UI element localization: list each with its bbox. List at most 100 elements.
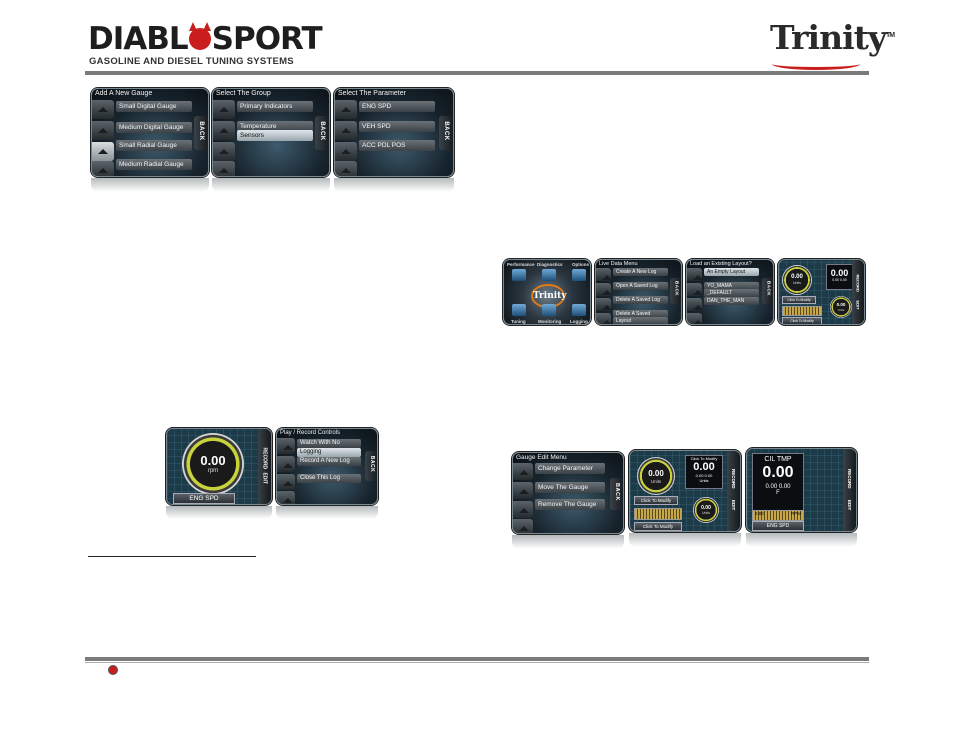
menu-item[interactable]: Record A New Log [297, 457, 361, 466]
menu-item-selected[interactable]: An Empty Layout [704, 268, 759, 276]
radial-gauge[interactable]: 0.00 Units [782, 265, 812, 295]
up-arrow-button[interactable] [335, 161, 357, 176]
up-arrow-button[interactable] [92, 161, 114, 176]
menu-item[interactable]: Small Radial Gauge [116, 140, 192, 151]
record-button[interactable]: RECORD [855, 274, 861, 292]
up-arrow-button[interactable] [335, 100, 357, 119]
back-button[interactable]: BACK [610, 478, 622, 510]
edit-button[interactable]: EDIT [731, 500, 736, 511]
menu-item[interactable]: _DEFAULT [704, 289, 759, 297]
up-arrow-button[interactable] [513, 482, 533, 499]
parameter-label[interactable]: ENG SPD [173, 493, 235, 504]
up-arrow-button[interactable] [687, 313, 703, 324]
edit-button[interactable]: EDIT [855, 300, 861, 310]
digital-gauge[interactable]: 0.00 0.00 0.00 [826, 264, 853, 290]
up-arrow-button[interactable] [213, 100, 235, 119]
radial-gauge[interactable]: 0.00 Units [637, 457, 675, 495]
modify-label[interactable]: Click To Modify [634, 522, 682, 531]
menu-item[interactable]: DAN_THE_MAN [704, 297, 759, 305]
menu-item[interactable]: Watch With No [297, 439, 361, 448]
menu-item[interactable]: ENG SPD [359, 101, 435, 112]
small-radial-gauge[interactable]: 0.00 Units [830, 296, 852, 318]
menu-item[interactable]: Small Digital Gauge [116, 101, 192, 112]
back-button[interactable]: BACK [439, 116, 452, 150]
menu-item[interactable]: Primary Indicators [237, 101, 313, 112]
small-radial-gauge[interactable]: 0.00 Units [693, 497, 719, 523]
menu-item[interactable]: Delete A Saved Log [613, 296, 668, 304]
bar-gauge[interactable] [782, 306, 822, 316]
edit-button[interactable]: EDIT [261, 472, 268, 484]
up-arrow-button[interactable] [277, 438, 295, 454]
down-arrow-button[interactable] [277, 474, 295, 490]
down-arrow-button[interactable] [213, 142, 235, 161]
up-arrow-button[interactable] [596, 268, 612, 281]
back-button[interactable]: BACK [365, 451, 376, 481]
modify-label[interactable]: Click To Modify [782, 296, 816, 304]
menu-item[interactable]: Open A Saved Log [613, 282, 668, 290]
performance-icon[interactable] [512, 269, 526, 281]
reflection [746, 533, 857, 547]
record-button[interactable]: RECORD [847, 469, 852, 489]
down-arrow-button[interactable] [513, 501, 533, 518]
up-arrow-button[interactable] [687, 283, 703, 296]
back-button[interactable]: BACK [670, 278, 680, 304]
menu-item[interactable]: Medium Radial Gauge [116, 159, 192, 170]
modify-label[interactable]: Click To Modify [782, 317, 822, 324]
reflection [512, 535, 624, 549]
menu-item[interactable]: VEH SPD [359, 121, 435, 132]
digital-gauge-large[interactable]: CIL TMP 0.00 0.00 0.00 F [752, 453, 804, 511]
up-arrow-button[interactable] [277, 491, 295, 504]
down-arrow-button[interactable] [596, 298, 612, 311]
menu-item[interactable]: Layout [613, 317, 668, 324]
diagnostics-icon[interactable] [542, 269, 556, 281]
up-arrow-button[interactable] [513, 463, 533, 480]
up-arrow-button[interactable] [213, 161, 235, 176]
rpm-radial-gauge[interactable]: 0.00 rpm [182, 433, 244, 495]
menu-item[interactable]: Close This Log [297, 474, 361, 483]
bar-gauge[interactable] [634, 508, 682, 520]
digital-gauge[interactable]: Click To Modify 0.00 0.00 0.00 Units [685, 455, 723, 489]
up-arrow-button[interactable] [687, 268, 703, 281]
menu-item[interactable]: Delete A Saved [613, 310, 668, 318]
back-button[interactable]: BACK [762, 278, 772, 304]
options-icon[interactable] [572, 269, 586, 281]
record-button[interactable]: RECORD [261, 447, 268, 470]
select-parameter-screen: Select The Parameter ENG SPD VEH SPD ACC… [334, 88, 454, 177]
up-arrow-button[interactable] [596, 313, 612, 324]
menu-item[interactable]: ACC PDL POS [359, 140, 435, 151]
down-arrow-button[interactable] [335, 142, 357, 161]
up-arrow-button[interactable] [277, 456, 295, 472]
edit-button[interactable]: EDIT [847, 500, 852, 511]
bar-gauge[interactable]: 0.00 RPM [752, 510, 804, 521]
reflection [212, 178, 330, 192]
menu-item[interactable]: Move The Gauge [535, 482, 605, 493]
cil-tmp-screen: CIL TMP 0.00 0.00 0.00 F 0.00 RPM ENG SP… [746, 448, 857, 532]
screen-title: Live Data Menu [599, 261, 638, 267]
up-arrow-button[interactable] [335, 121, 357, 140]
menu-label: Options [572, 262, 589, 267]
up-arrow-button[interactable] [596, 283, 612, 296]
up-arrow-button[interactable] [92, 121, 114, 140]
modify-label[interactable]: Click To Modify [634, 496, 678, 505]
menu-item-selected[interactable]: Logging [297, 448, 361, 457]
up-arrow-button[interactable] [92, 100, 114, 119]
menu-item[interactable]: Create A New Log [613, 268, 668, 276]
monitoring-icon[interactable] [542, 304, 556, 316]
down-arrow-button[interactable] [687, 298, 703, 311]
up-arrow-button[interactable] [513, 519, 533, 533]
back-button[interactable]: BACK [315, 116, 328, 150]
menu-item[interactable]: Change Parameter [535, 463, 605, 474]
tuning-icon[interactable] [512, 304, 526, 316]
gauge-layout-screen: 0.00 Units 0.00 0.00 0.00 Click To Modif… [778, 259, 865, 325]
menu-item[interactable]: Medium Digital Gauge [116, 122, 192, 133]
menu-item-selected[interactable]: Sensors [237, 130, 313, 141]
down-arrow-button[interactable] [92, 142, 114, 161]
logging-icon[interactable] [572, 304, 586, 316]
menu-item[interactable]: Temperature [237, 121, 313, 132]
back-button[interactable]: BACK [194, 116, 207, 150]
up-arrow-button[interactable] [213, 121, 235, 140]
record-button[interactable]: RECORD [731, 469, 736, 489]
menu-item[interactable]: YO_MAMA [704, 282, 759, 290]
parameter-label[interactable]: ENG SPD [752, 521, 804, 531]
menu-item[interactable]: Remove The Gauge [535, 499, 605, 510]
